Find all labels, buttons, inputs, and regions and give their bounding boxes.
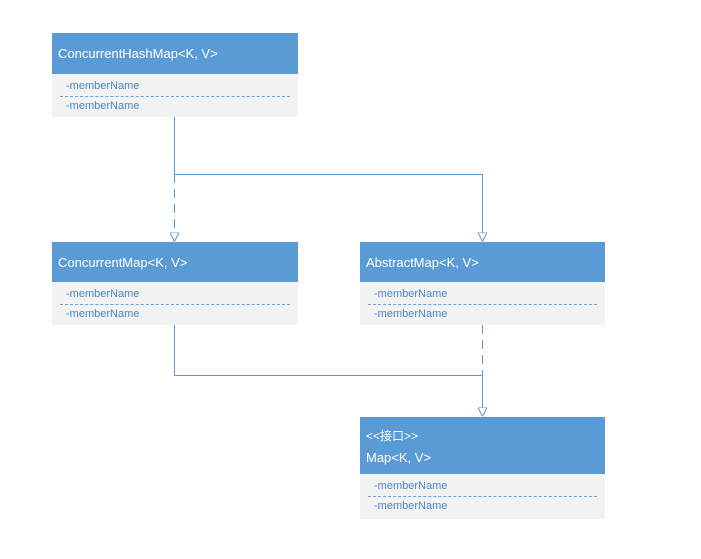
- member-item: -memberName: [60, 96, 290, 116]
- member-item: -memberName: [60, 304, 290, 324]
- class-concurrent-map[interactable]: ConcurrentMap<K, V> -memberName -memberN…: [52, 242, 298, 325]
- member-list: -memberName -memberName: [360, 282, 605, 324]
- class-header: AbstractMap<K, V>: [360, 242, 605, 282]
- connector-chm-to-abstractmap: [174, 174, 483, 242]
- member-list: -memberName -memberName: [360, 474, 605, 516]
- member-item: -memberName: [374, 288, 448, 300]
- connector-concurrentmap-to-map: [174, 325, 483, 416]
- member-list: -memberName -memberName: [52, 282, 298, 324]
- class-name: Map<K, V>: [366, 449, 432, 465]
- class-concurrent-hash-map[interactable]: ConcurrentHashMap<K, V> -memberName -mem…: [52, 33, 298, 117]
- member-list: -memberName -memberName: [52, 74, 298, 116]
- stereotype-label: <<接口>>: [366, 428, 419, 443]
- class-header: ConcurrentMap<K, V>: [52, 242, 298, 282]
- class-header: <<接口>> Map<K, V>: [360, 417, 605, 474]
- member-item: -memberName: [66, 80, 140, 92]
- member-item: -memberName: [368, 304, 597, 324]
- class-header: ConcurrentHashMap<K, V>: [52, 33, 298, 74]
- member-item: -memberName: [368, 496, 597, 516]
- class-name: AbstractMap<K, V>: [366, 254, 479, 270]
- class-name: ConcurrentHashMap<K, V>: [58, 46, 218, 61]
- member-item: -memberName: [374, 480, 448, 492]
- class-name: ConcurrentMap<K, V>: [58, 254, 188, 270]
- interface-map[interactable]: <<接口>> Map<K, V> -memberName -memberName: [360, 417, 605, 519]
- class-abstract-map[interactable]: AbstractMap<K, V> -memberName -memberNam…: [360, 242, 605, 325]
- member-item: -memberName: [66, 288, 140, 300]
